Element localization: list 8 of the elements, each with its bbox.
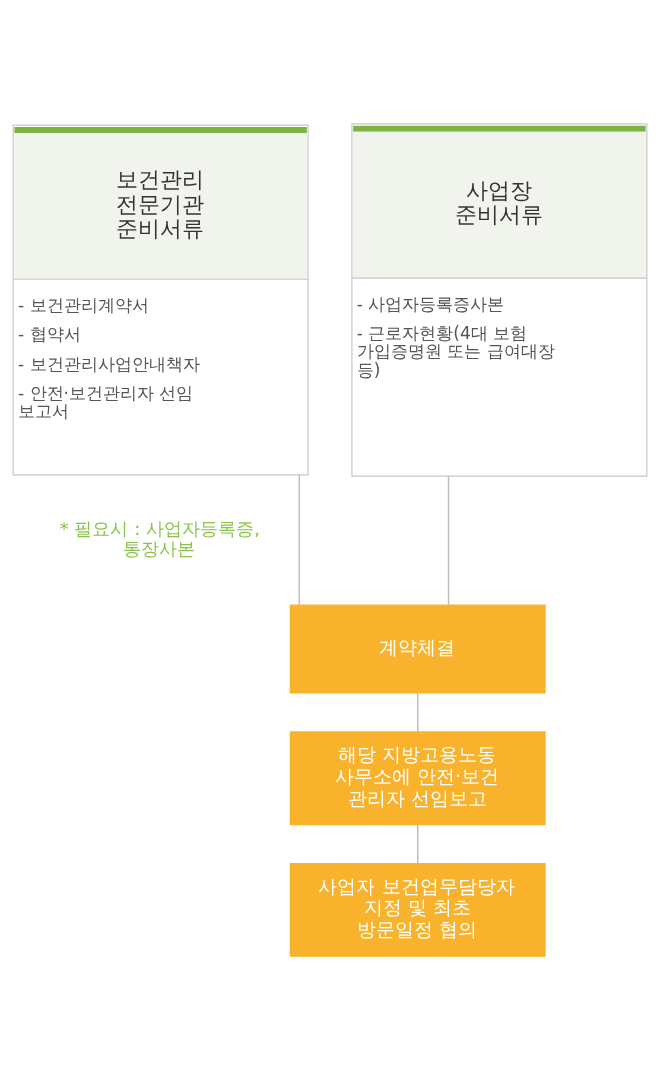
connector xyxy=(417,692,419,733)
node-label: * 필요시 : 사업자등록증, 통장사본 xyxy=(59,517,260,560)
connector xyxy=(298,474,300,606)
node-box: 계약체결 xyxy=(289,604,546,694)
connector xyxy=(417,823,419,865)
node-box: 해당 지방고용노동 사무소에 안전·보건 관리자 선임보고 xyxy=(289,731,546,826)
connector xyxy=(447,475,450,606)
node-box: 사업자 보건업무담당자 지정 및 최초 방문일정 협의 xyxy=(289,862,546,957)
